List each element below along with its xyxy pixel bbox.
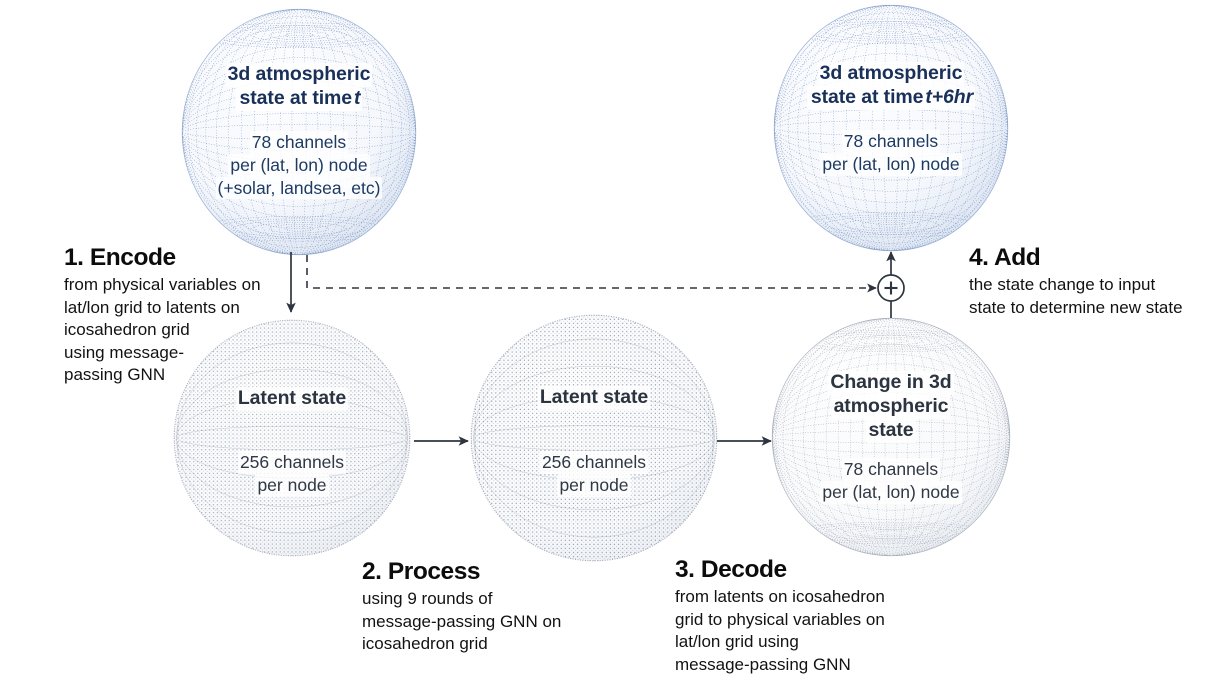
sphere-input-state: 3d atmospheric state at time t 78 channe… — [181, 8, 417, 256]
step-encode-line-4: using message- — [64, 342, 185, 362]
step-decode-line-2: grid to physical variables on — [675, 609, 885, 629]
step-add-line-1: the state change to input — [969, 275, 1156, 294]
step-encode-line-3: icosahedron grid — [64, 320, 190, 340]
lat-lon-grid-gray-icon — [771, 317, 1011, 557]
step-encode-line-2: lat/lon grid to latents on — [64, 297, 240, 317]
step-encode-body: from physical variables on lat/lon grid … — [64, 274, 261, 387]
step-process-line-3: icosahedron grid — [362, 634, 488, 654]
step-add-heading: 4. Add — [969, 244, 1041, 271]
step-decode-heading: 3. Decode — [675, 556, 787, 583]
sphere-state-change: Change in 3d atmospheric state 78 channe… — [771, 317, 1011, 557]
icosahedron-grid-icon — [173, 319, 411, 557]
lat-lon-grid-blue-icon — [181, 8, 417, 256]
sphere-output-state: 3d atmospheric state at time t+6hr 78 ch… — [773, 4, 1009, 252]
step-process: 2. Process using 9 rounds of message-pas… — [362, 558, 561, 656]
step-encode: 1. Encode from physical variables on lat… — [64, 244, 261, 387]
step-encode-heading: 1. Encode — [64, 244, 176, 271]
step-process-body: using 9 rounds of message-passing GNN on… — [362, 588, 561, 656]
residual-dashed-connection — [306, 255, 877, 293]
step-process-line-2: message-passing GNN on — [362, 611, 562, 631]
step-decode-body: from latents on icosahedron grid to phys… — [675, 586, 885, 676]
step-decode: 3. Decode from latents on icosahedron gr… — [675, 556, 885, 676]
step-process-line-1: using 9 rounds of — [362, 589, 493, 608]
step-add: 4. Add the state change to input state t… — [969, 244, 1183, 319]
step-encode-line-1: from physical variables on — [64, 275, 261, 294]
step-encode-line-5: passing GNN — [64, 365, 166, 385]
sphere-latent-right: Latent state 256 channels per node — [470, 314, 718, 562]
step-add-line-2: state to determine new state — [969, 297, 1183, 317]
icosahedron-grid-icon — [470, 314, 718, 562]
lat-lon-grid-blue-icon — [773, 4, 1009, 252]
step-process-heading: 2. Process — [362, 558, 481, 585]
step-decode-line-1: from latents on icosahedron — [675, 587, 885, 606]
step-add-body: the state change to input state to deter… — [969, 274, 1183, 319]
adder-node — [877, 274, 905, 302]
step-decode-line-4: message-passing GNN — [675, 654, 851, 674]
step-decode-line-3: lat/lon grid using — [675, 632, 799, 652]
